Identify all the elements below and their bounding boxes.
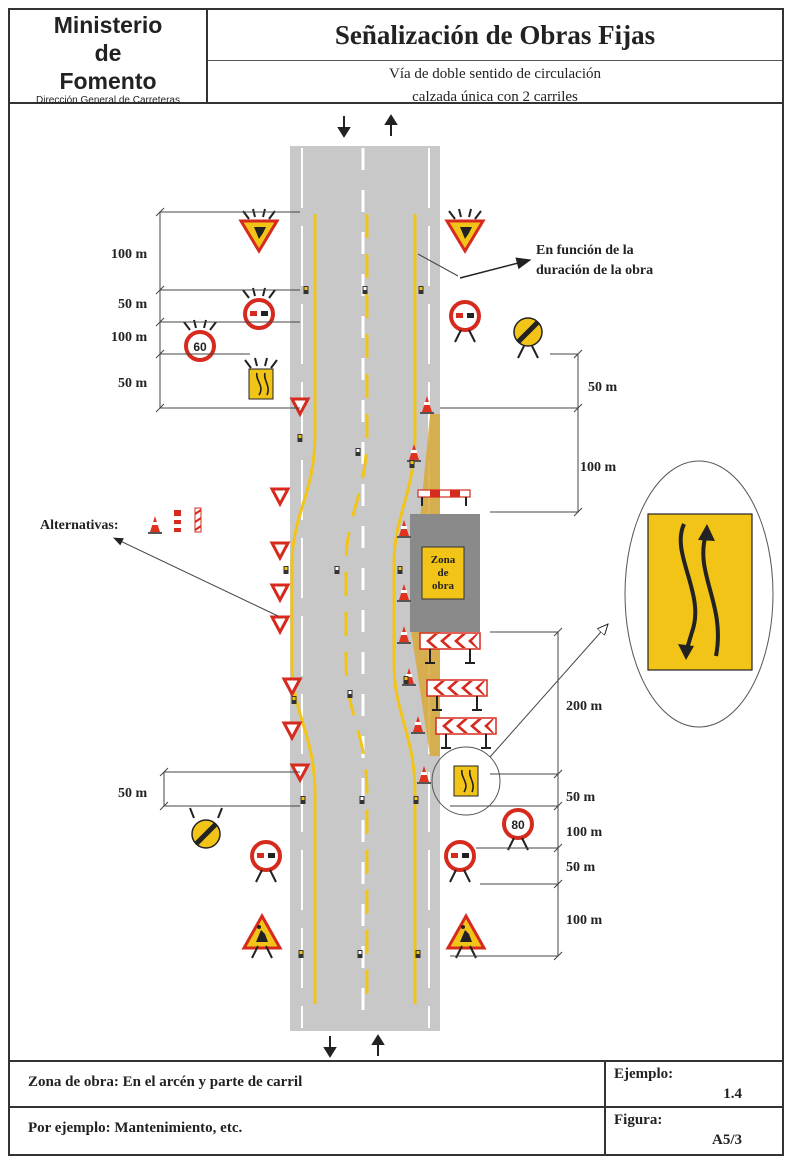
enlarged-deviation-sign (624, 460, 774, 728)
footer-zone-text: Zona de obra: En el arcén y parte de car… (28, 1074, 303, 1090)
signage-diagram: Zona de obra (10, 104, 782, 1060)
duration-note-line2: duración de la obra (536, 263, 653, 278)
warning-sign-works-top-right (445, 208, 485, 253)
warning-sign-works-top-left (239, 208, 279, 253)
dim-100m-right-2: 100 m (566, 825, 603, 840)
end-restriction-sign-top-right (514, 318, 542, 359)
chevron-board-2 (426, 679, 488, 711)
no-overtaking-sign-bottom-right (444, 840, 476, 883)
left-dimensions (155, 207, 300, 811)
warning-sign-works-bottom-left (242, 914, 282, 959)
direction-arrows (323, 114, 398, 1058)
page-subtitle-line1: Vía de doble sentido de circulación (388, 66, 601, 82)
work-zone: Zona de obra (410, 514, 480, 632)
dim-50m-left-1: 50 m (118, 297, 148, 312)
footer-example-text: Por ejemplo: Mantenimiento, etc. (28, 1120, 243, 1136)
warning-sign-works-bottom-right (446, 914, 486, 959)
dim-50m-right-1: 50 m (588, 380, 618, 395)
header-title-block: Señalización de Obras Fijas Vía de doble… (208, 10, 782, 105)
footer-example-cell: Por ejemplo: Mantenimiento, etc. (10, 1108, 606, 1154)
dim-50m-right-2: 50 m (566, 790, 596, 805)
dim-50m-left-2: 50 m (118, 376, 148, 391)
ministry-name-line2: de (94, 40, 122, 66)
page-title: Señalización de Obras Fijas (208, 10, 782, 61)
figura-label: Figura: (614, 1112, 663, 1128)
note-pointer-line (417, 253, 459, 277)
ministry-name-line1: Ministerio (53, 12, 163, 38)
speed-limit-sign-bottom-right: 80 (502, 808, 534, 851)
dim-100m-right-3: 100 m (566, 913, 603, 928)
footer-table: Zona de obra: En el arcén y parte de car… (10, 1060, 782, 1154)
speed-limit-sign-top-left: 60 (183, 319, 217, 362)
end-restriction-sign-bottom-left (189, 807, 223, 848)
note-arrow (459, 257, 532, 279)
alternatives-label: Alternativas: (40, 518, 119, 533)
deviation-sign-bottom (431, 746, 501, 816)
barrier-top (417, 489, 471, 506)
footer-ejemplo-cell: Ejemplo: 1.4 (606, 1062, 782, 1108)
no-overtaking-sign-right (449, 300, 481, 343)
right-dimensions (440, 349, 583, 961)
footer-zone-cell: Zona de obra: En el arcén y parte de car… (10, 1062, 606, 1108)
dim-50m-right-3: 50 m (566, 860, 596, 875)
ejemplo-value: 1.4 (723, 1086, 742, 1102)
deviation-sign-top-left (244, 357, 278, 400)
work-zone-label-line2: de (438, 567, 449, 579)
ministry-subdivision: Dirección General de Carreteras (36, 95, 180, 106)
dim-100m-left-2: 100 m (111, 330, 148, 345)
no-overtaking-sign-bottom-left (250, 840, 282, 883)
alternatives-pointer-line (113, 537, 279, 617)
chevron-board-3 (435, 717, 497, 749)
ministry-name-line3: Fomento (59, 68, 157, 94)
dim-50m-left-3: 50 m (118, 786, 148, 801)
chevron-board-1 (419, 632, 481, 664)
magnifier-pointer-line (489, 624, 608, 758)
speed-limit-60-value: 60 (193, 340, 207, 354)
dim-100m-right-1: 100 m (580, 460, 617, 475)
work-zone-label-line3: obra (432, 580, 455, 592)
ministry-logo-block: Ministerio de Fomento Dirección General … (10, 10, 208, 106)
page-subtitle-line2: calzada única con 2 carriles (412, 89, 578, 105)
alternatives-icons (148, 507, 202, 534)
ejemplo-label: Ejemplo: (614, 1066, 674, 1082)
provisional-yellow-lines (290, 214, 417, 1004)
dim-100m-left-1: 100 m (111, 247, 148, 262)
page-frame (8, 8, 784, 1156)
footer-figura-cell: Figura: A5/3 (606, 1108, 782, 1154)
figura-value: A5/3 (712, 1132, 742, 1148)
speed-limit-80-value: 80 (511, 818, 525, 832)
work-zone-label-line1: Zona (431, 554, 456, 566)
duration-note-line1: En función de la (536, 243, 634, 258)
dim-200m-right: 200 m (566, 699, 603, 714)
